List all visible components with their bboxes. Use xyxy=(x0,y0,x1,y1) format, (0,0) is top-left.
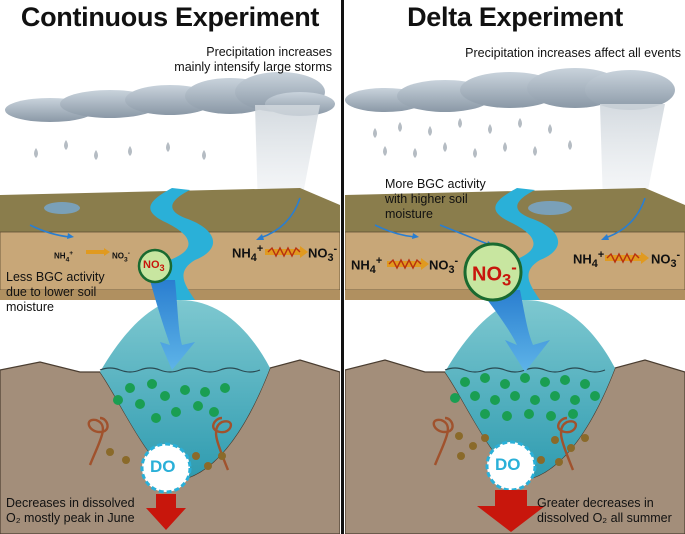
bgc-line: Less BGC activity xyxy=(6,270,105,284)
delta-illustration xyxy=(345,68,685,534)
cloud-group xyxy=(345,68,675,112)
ammonium-label-left: NH4+ xyxy=(351,255,383,276)
precip-note: Precipitation increases affect all event… xyxy=(465,46,681,60)
ammonium-label: NH4+ xyxy=(232,243,264,264)
bgc-line: moisture xyxy=(385,207,433,221)
ammonium-label-small: NH4+ xyxy=(54,250,74,264)
raindrops xyxy=(34,140,206,160)
brown-particles xyxy=(455,432,589,466)
continuous-illustration xyxy=(0,72,340,534)
swirl-arrows xyxy=(432,416,577,471)
nitrate-circle-label: NO3 xyxy=(143,259,165,274)
bgc-line: moisture xyxy=(6,300,54,314)
precip-note: Precipitation increases mainly intensify… xyxy=(174,45,332,75)
panel-title: Continuous Experiment xyxy=(20,2,320,32)
heavy-rain xyxy=(600,104,665,205)
puddle xyxy=(528,201,572,215)
panel-title: Delta Experiment xyxy=(407,2,623,32)
nitrate-circle-label: NO3- xyxy=(472,258,517,290)
do-note: Decreases in dissolved O₂ mostly peak in… xyxy=(6,496,135,526)
bgc-line: due to lower soil xyxy=(6,285,97,299)
do-line: O₂ mostly peak in June xyxy=(6,511,135,525)
bgc-line: More BGC activity xyxy=(385,177,486,191)
do-note: Greater decreases in dissolved O₂ all su… xyxy=(537,496,672,526)
oxygen-decrease-arrow xyxy=(146,494,186,530)
nitrate-flow-arrow xyxy=(150,280,195,370)
oxygen-decrease-arrow xyxy=(477,490,545,532)
do-line: dissolved O₂ all summer xyxy=(537,511,672,525)
nitrate-label: NO3- xyxy=(308,243,338,264)
bgc-note: Less BGC activity due to lower soil mois… xyxy=(6,270,105,315)
panel-divider xyxy=(341,0,344,534)
nitrate-label-right: NO3- xyxy=(651,249,681,270)
nitrate-circle xyxy=(137,248,173,284)
do-circle xyxy=(140,442,192,494)
nitrate-circle xyxy=(463,242,523,302)
do-line: Decreases in dissolved xyxy=(6,496,135,510)
heavy-rain xyxy=(255,105,320,210)
do-line: Greater decreases in xyxy=(537,496,654,510)
green-particles xyxy=(113,379,230,423)
do-circle xyxy=(485,440,537,492)
green-particles xyxy=(450,373,600,421)
do-label: DO xyxy=(495,455,521,474)
bgc-note: More BGC activity with higher soil moist… xyxy=(385,177,486,222)
nitrate-label-left: NO3- xyxy=(429,255,459,276)
bgc-line: with higher soil xyxy=(385,192,468,206)
swirl-arrows xyxy=(87,416,232,471)
do-label: DO xyxy=(150,457,176,476)
brown-particles xyxy=(106,448,226,470)
precip-line: mainly intensify large storms xyxy=(174,60,332,74)
ammonium-label-right: NH4+ xyxy=(573,249,605,270)
nitrate-flow-arrow xyxy=(480,290,550,372)
puddle xyxy=(44,202,80,214)
nitrate-label-small: NO3- xyxy=(112,250,130,264)
raindrops xyxy=(373,118,572,158)
precip-line: Precipitation increases xyxy=(206,45,332,59)
delta-panel: Delta Experiment Precipitation increases… xyxy=(345,0,685,534)
continuous-panel: Continuous Experiment Precipitation incr… xyxy=(0,0,340,534)
